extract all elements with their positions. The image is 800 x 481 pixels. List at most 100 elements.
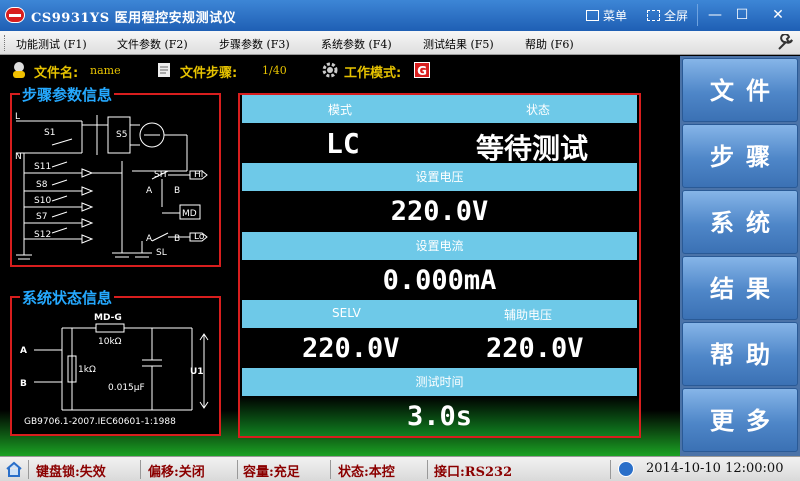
system-status-panel: MD-G 10kΩ 1kΩ 0.015μF A B U1 GB9706.1-20… — [10, 296, 221, 436]
file-name-label: 文件名: — [34, 66, 79, 81]
step-params-title: 步骤参数信息 — [20, 84, 115, 105]
menu-step-params[interactable]: 步骤参数 (F3) — [219, 38, 290, 51]
home-icon[interactable] — [5, 461, 23, 477]
status-state: 状态:本控 — [338, 465, 395, 480]
minimize-button[interactable]: — — [708, 7, 722, 23]
menu-test-results[interactable]: 测试结果 (F5) — [423, 38, 494, 51]
help-button[interactable]: 帮助 — [682, 322, 798, 386]
current-header: 设置电流 — [242, 232, 637, 260]
status-divider — [140, 460, 141, 479]
status-datetime: 2014-10-10 12:00:00 — [646, 461, 784, 476]
label-mdg: MD-G — [94, 313, 122, 323]
status-port: 接口:RS232 — [434, 465, 513, 480]
title-bar: CS9931YS 医用程控安规测试仪 菜单 全屏 — ☐ ✕ — [0, 0, 800, 31]
mode-header: 模式 — [328, 103, 353, 117]
menu-file-params[interactable]: 文件参数 (F2) — [117, 38, 188, 51]
wrench-icon[interactable] — [776, 34, 794, 52]
file-name-value: name — [90, 64, 121, 77]
fullscreen-button[interactable]: 全屏 — [647, 6, 688, 24]
voltage-value: 220.0V — [242, 192, 637, 231]
fullscreen-button-label: 全屏 — [664, 8, 689, 23]
label-B2: B — [174, 234, 180, 244]
label-L: L — [15, 112, 20, 122]
close-button[interactable]: ✕ — [772, 7, 784, 23]
label-U1: U1 — [190, 367, 204, 377]
center-glow — [240, 396, 639, 436]
result-button[interactable]: 结果 — [682, 256, 798, 320]
label-A1: A — [146, 186, 153, 196]
file-button[interactable]: 文件 — [682, 58, 798, 122]
menu-icon — [586, 9, 599, 21]
status-divider — [330, 460, 331, 479]
menu-bar: 功能测试 (F1) 文件参数 (F2) 步骤参数 (F3) 系统参数 (F4) … — [0, 31, 800, 55]
menubar-grip — [4, 35, 7, 51]
mode-value: LC — [326, 127, 360, 160]
system-button[interactable]: 系统 — [682, 190, 798, 254]
aux-value: 220.0V — [486, 333, 584, 364]
label-MD: MD — [182, 209, 197, 219]
label-N: N — [15, 152, 22, 162]
label-A: A — [20, 346, 27, 356]
label-Lo: Lo — [194, 232, 205, 242]
label-10k: 10kΩ — [98, 337, 122, 347]
state-header: 状态 — [526, 103, 551, 117]
label-S8: S8 — [36, 180, 48, 190]
label-cap: 0.015μF — [108, 383, 145, 393]
file-step-label: 文件步骤: — [180, 66, 238, 81]
file-step-value: 1/40 — [262, 64, 287, 77]
selv-aux-values: 220.0V 220.0V — [242, 329, 637, 368]
label-S11: S11 — [34, 162, 51, 172]
status-offset: 偏移:关闭 — [148, 465, 205, 480]
label-S5: S5 — [116, 130, 127, 140]
app-logo-icon — [5, 7, 25, 23]
work-mode-label: 工作模式: — [344, 66, 402, 81]
system-circuit-diagram: MD-G 10kΩ 1kΩ 0.015μF A B U1 — [20, 313, 209, 411]
label-S1: S1 — [44, 128, 55, 138]
file-owner-icon — [13, 62, 25, 78]
menu-help[interactable]: 帮助 (F6) — [525, 38, 574, 51]
status-keylock: 键盘锁:失效 — [36, 465, 106, 480]
side-button-bar: 文件 步骤 系统 结果 帮助 更多 — [680, 56, 800, 456]
maximize-button[interactable]: ☐ — [735, 7, 749, 23]
time-value: 3.0s — [406, 401, 473, 432]
label-B1: B — [174, 186, 180, 196]
more-button[interactable]: 更多 — [682, 388, 798, 452]
menu-button[interactable]: 菜单 — [586, 6, 627, 24]
status-bar: 键盘锁:失效 偏移:关闭 容量:充足 状态:本控 接口:RS232 2014-1… — [0, 456, 800, 481]
mode-state-header: 模式 状态 — [242, 95, 637, 123]
fullscreen-icon — [647, 9, 660, 21]
state-value: 等待测试 — [476, 132, 589, 165]
status-divider — [237, 460, 238, 479]
aux-header: 辅助电压 — [504, 308, 553, 322]
clock-icon — [618, 461, 634, 477]
step-params-panel: L N S1 S5 S11 S8 S10 S7 S12 SH A B Hi MD… — [10, 93, 221, 267]
current-value: 0.000mA — [242, 261, 637, 300]
info-row: 文件名: name 文件步骤: 1/40 工作模式: G — [0, 56, 680, 84]
status-divider — [28, 460, 29, 479]
selv-aux-header: SELV 辅助电压 — [242, 300, 637, 328]
selv-value: 220.0V — [302, 333, 400, 364]
menu-button-label: 菜单 — [603, 8, 628, 23]
label-SL: SL — [156, 248, 167, 258]
titlebar-divider — [697, 4, 698, 26]
label-1k: 1kΩ — [78, 365, 96, 375]
status-capacity: 容量:充足 — [243, 465, 300, 480]
step-button[interactable]: 步骤 — [682, 124, 798, 188]
label-S7: S7 — [36, 212, 47, 222]
label-B: B — [20, 379, 27, 389]
file-step-icon — [158, 63, 170, 77]
label-A2: A — [146, 234, 153, 244]
system-status-title: 系统状态信息 — [20, 287, 115, 308]
label-SH: SH — [154, 170, 166, 180]
window-title: CS9931YS 医用程控安规测试仪 — [31, 11, 237, 26]
menu-function-test[interactable]: 功能测试 (F1) — [16, 38, 87, 51]
work-mode-badge: G — [414, 62, 430, 78]
gear-icon — [322, 62, 338, 78]
status-divider — [610, 460, 611, 479]
time-header: 测试时间 — [242, 368, 637, 396]
menu-system-params[interactable]: 系统参数 (F4) — [321, 38, 392, 51]
standard-label: GB9706.1-2007.IEC60601-1:1988 — [24, 417, 176, 427]
status-divider — [427, 460, 428, 479]
step-circuit-diagram: L N S1 S5 S11 S8 S10 S7 S12 SH A B Hi MD… — [15, 112, 208, 260]
